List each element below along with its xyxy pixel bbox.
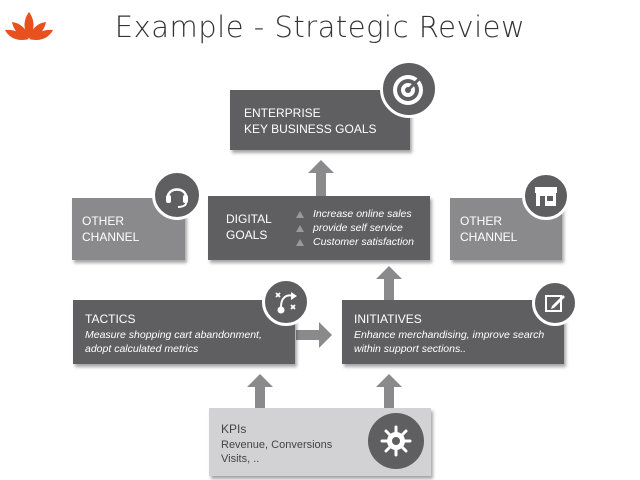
other-right-line2: CHANNEL	[460, 230, 518, 244]
edit-icon	[532, 280, 578, 326]
tactics-heading: TACTICS	[85, 312, 136, 326]
other-right-line1: OTHER	[460, 214, 502, 228]
other-left-line1: OTHER	[82, 214, 124, 228]
list-item: Increase online sales	[296, 207, 414, 221]
strategy-play-icon	[262, 278, 310, 326]
tactics-box: TACTICS Measure shopping cart abandonmen…	[73, 300, 295, 364]
page-title: Example - Strategic Review	[114, 10, 526, 44]
digital-goals-list: Increase online sales provide self servi…	[296, 207, 414, 249]
other-left-line2: CHANNEL	[82, 230, 140, 244]
headset-icon	[152, 170, 202, 220]
target-icon	[380, 60, 438, 118]
triangle-icon	[296, 224, 304, 232]
enterprise-goals-box: ENTERPRISE KEY BUSINESS GOALS	[230, 90, 410, 150]
arrow-digital-to-enterprise	[308, 160, 334, 196]
digital-line1: DIGITAL	[226, 212, 272, 226]
gear-icon	[368, 413, 424, 469]
arrow-kpi-to-initiatives	[376, 374, 402, 410]
initiatives-line2: within support sections..	[354, 343, 467, 355]
triangle-icon	[296, 210, 304, 218]
arrow-kpi-to-tactics	[247, 374, 273, 410]
list-item: Customer satisfaction	[296, 235, 414, 249]
digital-goals-box: DIGITAL GOALS Increase online sales prov…	[208, 196, 430, 260]
lotus-icon	[5, 12, 53, 40]
tactics-line2: adopt calculated metrics	[85, 343, 199, 355]
tactics-line1: Measure shopping cart abandonment,	[85, 329, 262, 341]
arrow-initiatives-to-digital	[376, 266, 402, 302]
enterprise-line2: KEY BUSINESS GOALS	[244, 122, 377, 136]
kpis-heading: KPIs	[221, 422, 247, 436]
list-item: provide self service	[296, 221, 414, 235]
kpis-line1: Revenue, Conversions	[221, 439, 333, 451]
initiatives-line1: Enhance merchandising, improve search	[354, 329, 545, 341]
arrow-tactics-to-initiatives	[296, 322, 332, 348]
triangle-icon	[296, 238, 304, 246]
store-icon	[522, 172, 570, 220]
kpis-line2: Visits, ..	[221, 453, 260, 465]
enterprise-line1: ENTERPRISE	[244, 106, 321, 120]
initiatives-heading: INITIATIVES	[354, 312, 422, 326]
initiatives-box: INITIATIVES Enhance merchandising, impro…	[342, 300, 564, 364]
digital-line2: GOALS	[226, 228, 268, 242]
